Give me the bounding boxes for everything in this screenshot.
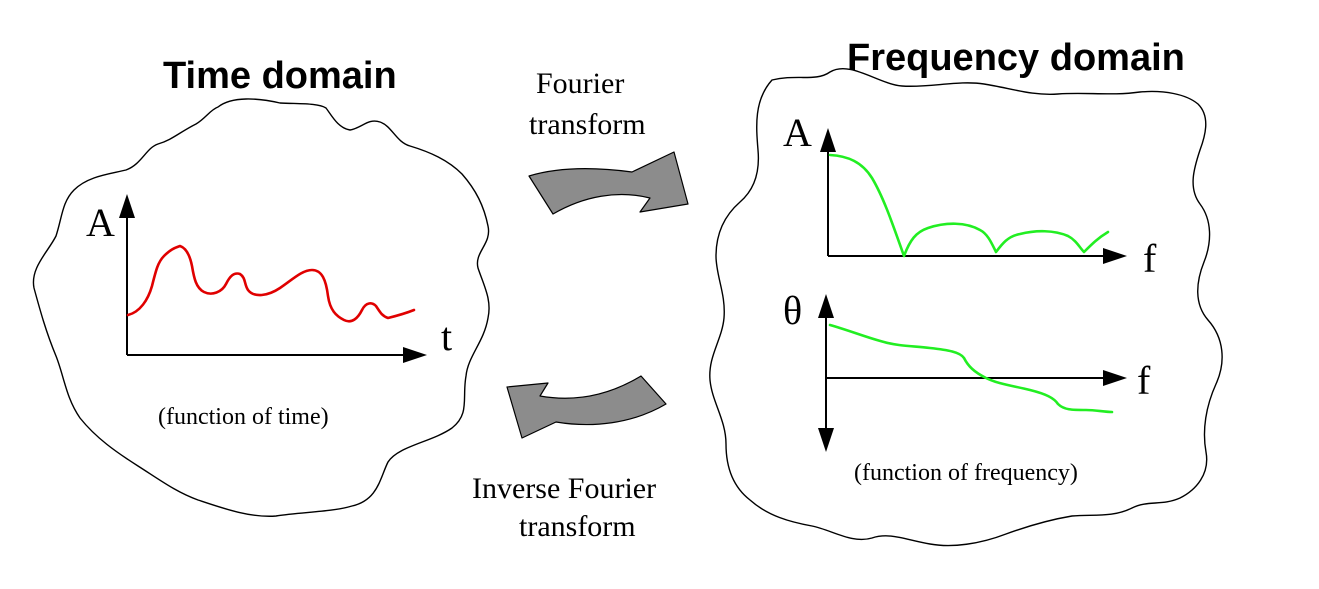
amplitude-spectrum-curve — [828, 153, 1110, 258]
time-signal-curve — [126, 244, 416, 323]
forward-transform-label-line2: transform — [529, 108, 646, 141]
time-domain-title: Time domain — [163, 55, 397, 97]
amplitude-x-axis-arrowhead — [1103, 248, 1127, 264]
time-domain-region — [32, 98, 490, 517]
phase-y-axis-arrowhead-down — [818, 428, 834, 452]
inverse-transform-label-line2: transform — [519, 510, 636, 543]
frequency-domain-region — [709, 67, 1223, 547]
frequency-domain-title: Frequency domain — [847, 37, 1185, 79]
phase-x-axis-arrowhead — [1103, 370, 1127, 386]
frequency-domain-caption: (function of frequency) — [854, 460, 1078, 486]
inverse-transform-label-line1: Inverse Fourier — [472, 472, 656, 505]
phase-y-axis-label: θ — [783, 288, 802, 333]
forward-transform-label-line1: Fourier — [536, 67, 624, 100]
time-x-axis-arrowhead — [403, 347, 427, 363]
inverse-transform-arrow — [506, 375, 667, 439]
phase-y-axis-arrowhead-up — [818, 294, 834, 318]
time-x-axis-label: t — [441, 314, 452, 359]
phase-x-axis-label: f — [1137, 358, 1151, 403]
time-y-axis-label: A — [86, 200, 115, 245]
time-y-axis-arrowhead — [119, 194, 135, 218]
time-domain-caption: (function of time) — [158, 404, 329, 430]
amplitude-x-axis-label: f — [1143, 236, 1157, 281]
amplitude-y-axis-label: A — [783, 110, 812, 155]
forward-transform-arrow — [528, 151, 689, 215]
phase-spectrum-curve — [828, 323, 1114, 414]
amplitude-y-axis-arrowhead — [820, 128, 836, 152]
